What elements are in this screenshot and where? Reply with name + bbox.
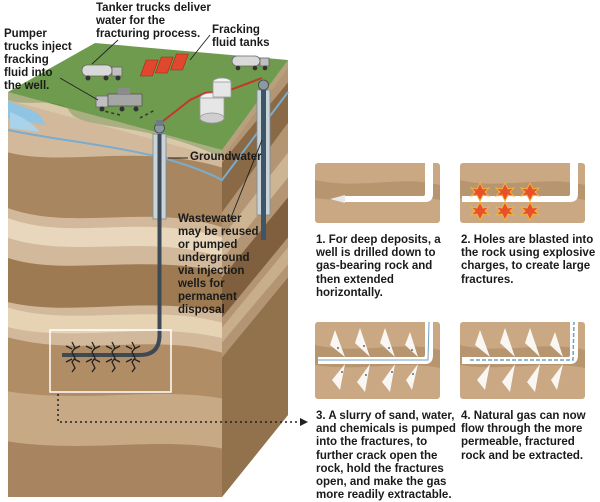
rock-strata-front bbox=[8, 92, 222, 497]
horizontal-fractures bbox=[65, 341, 141, 373]
panel-extraction bbox=[460, 322, 585, 399]
surface-pipelines bbox=[99, 77, 263, 126]
panel-drilling bbox=[315, 163, 440, 223]
label-tanker-trucks: Tanker trucks deliver water for the frac… bbox=[96, 2, 211, 40]
injection-well bbox=[256, 79, 271, 240]
label-groundwater: Groundwater bbox=[190, 151, 262, 163]
step-1-text: 1. For deep deposits, a well is drilled … bbox=[316, 234, 441, 299]
ground-surface bbox=[8, 43, 288, 158]
label-pumper-trucks: Pumper trucks inject fracking fluid into… bbox=[4, 28, 72, 92]
step-2-text: 2. Holes are blasted into the rock using… bbox=[461, 234, 596, 286]
leader-lines bbox=[59, 34, 263, 221]
step-3-text: 3. A slurry of sand, water, and chemical… bbox=[316, 410, 456, 502]
panel-slurry bbox=[315, 322, 440, 399]
step-4-text: 4. Natural gas can now flow through the … bbox=[461, 410, 586, 462]
label-wastewater: Wastewater may be reused or pumped under… bbox=[178, 213, 259, 316]
tanker-truck-icon bbox=[231, 55, 270, 71]
panel-blasting bbox=[460, 163, 585, 223]
label-fracking-tanks: Fracking fluid tanks bbox=[212, 24, 270, 49]
tanker-truck-icon bbox=[81, 64, 123, 81]
groundwater-line bbox=[7, 91, 289, 182]
fracking-fluid-tanks bbox=[139, 53, 232, 124]
production-well bbox=[62, 120, 167, 357]
detail-highlight-box bbox=[49, 329, 172, 393]
pumper-truck-icon bbox=[95, 88, 143, 112]
